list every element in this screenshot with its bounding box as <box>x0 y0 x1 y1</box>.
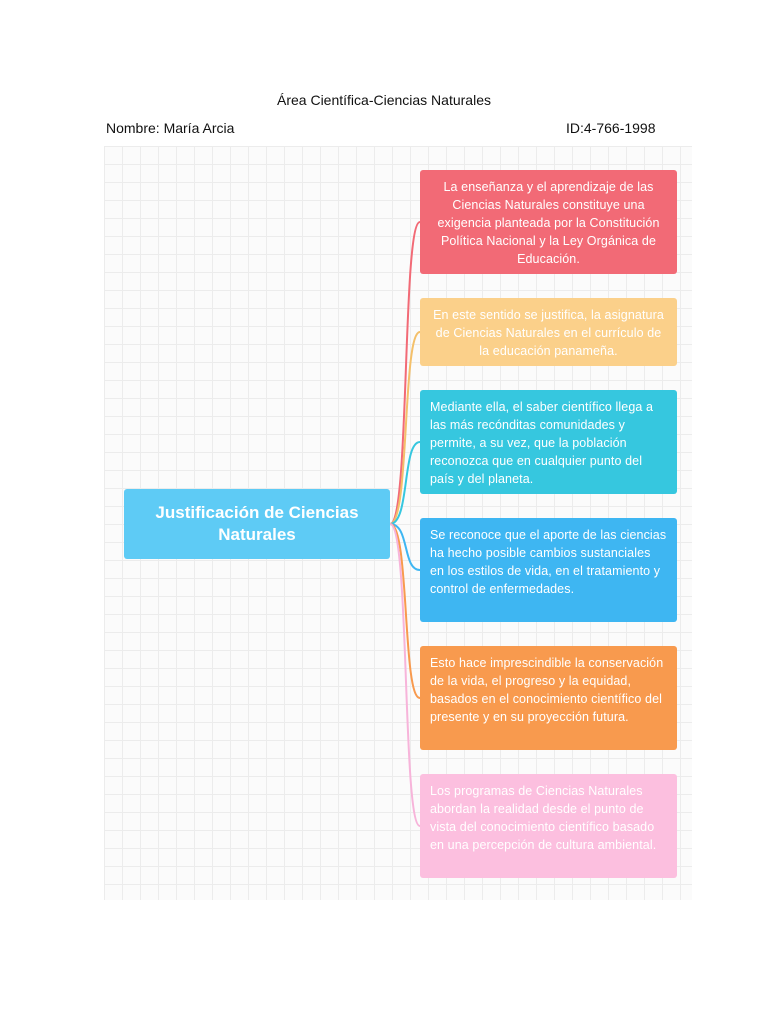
branch-card-6: Los programas de Ciencias Naturales abor… <box>420 774 677 878</box>
student-name: Nombre: María Arcia <box>106 120 235 136</box>
connector-1 <box>389 221 421 525</box>
connector-6 <box>389 523 421 827</box>
connector-2 <box>389 331 421 525</box>
connector-5 <box>389 523 421 699</box>
branch-text-6: Los programas de Ciencias Naturales abor… <box>430 784 657 852</box>
branch-card-4: Se reconoce que el aporte de las ciencia… <box>420 518 677 622</box>
connector-4 <box>389 523 421 571</box>
student-id: ID:4-766-1998 <box>566 120 656 136</box>
branch-card-3: Mediante ella, el saber científico llega… <box>420 390 677 494</box>
branch-text-3: Mediante ella, el saber científico llega… <box>430 400 654 486</box>
branch-text-4: Se reconoce que el aporte de las ciencia… <box>430 528 667 596</box>
central-topic-label: Justificación de Ciencias Naturales <box>155 503 359 544</box>
document-title: Área Científica-Ciencias Naturales <box>277 92 491 108</box>
branch-card-2: En este sentido se justifica, la asignat… <box>420 298 677 366</box>
connector-3 <box>389 441 421 525</box>
central-topic: Justificación de Ciencias Naturales <box>124 489 390 559</box>
branch-card-1: La enseñanza y el aprendizaje de las Cie… <box>420 170 677 274</box>
branch-text-1: La enseñanza y el aprendizaje de las Cie… <box>437 180 660 266</box>
branch-text-2: En este sentido se justifica, la asignat… <box>433 308 664 358</box>
branch-text-5: Esto hace imprescindible la conservación… <box>430 656 664 724</box>
branch-card-5: Esto hace imprescindible la conservación… <box>420 646 677 750</box>
